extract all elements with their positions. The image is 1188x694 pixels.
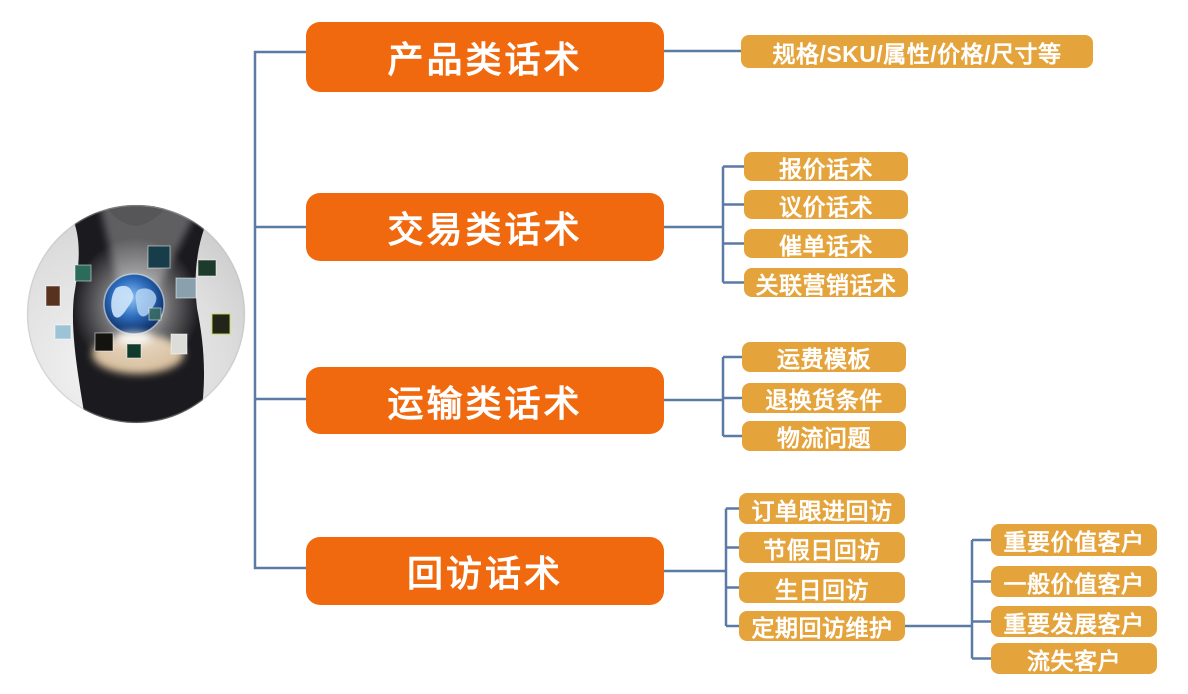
connector-branch-trade <box>664 165 744 284</box>
branch-trade-scripts: 交易类话术 <box>306 193 664 261</box>
leaf-regular-followup: 定期回访维护 <box>739 611 905 641</box>
leaf-product-spec: 规格/SKU/属性/价格/尺寸等 <box>741 35 1093 68</box>
connector-branch-shipping <box>664 355 742 438</box>
leaf-birthday-followup: 生日回访 <box>739 572 905 603</box>
root-photo-businessman-globe <box>26 204 246 424</box>
leaf-key-value-customer: 重要价值客户 <box>991 524 1157 556</box>
leaf-general-value-customer: 一般价值客户 <box>991 566 1157 597</box>
leaf-churned-customer: 流失客户 <box>991 643 1157 674</box>
leaf-order-followup: 订单跟进回访 <box>739 493 905 524</box>
connector-customer-types <box>905 538 991 660</box>
photo-rim <box>26 204 246 424</box>
leaf-holiday-followup: 节假日回访 <box>739 532 905 563</box>
leaf-key-growth-customer: 重要发展客户 <box>991 606 1157 637</box>
leaf-return-policy: 退换货条件 <box>742 383 906 413</box>
leaf-bargain-script: 议价话术 <box>744 190 908 220</box>
leaf-logistics-issue: 物流问题 <box>742 421 906 451</box>
leaf-urge-order-script: 催单话术 <box>744 229 908 259</box>
leaf-freight-template: 运费模板 <box>742 342 906 372</box>
branch-followup-scripts: 回访话术 <box>306 537 664 605</box>
globe-continent-west <box>111 285 134 318</box>
connector-branch-followup <box>664 507 739 628</box>
globe-reflection <box>116 332 152 344</box>
branch-shipping-scripts: 运输类话术 <box>306 367 664 434</box>
photo-thumbnails <box>45 245 231 359</box>
branch-product-scripts: 产品类话术 <box>306 22 664 92</box>
leaf-quote-script: 报价话术 <box>744 152 908 182</box>
leaf-cross-sell-script: 关联营销话术 <box>744 268 908 298</box>
connector-trunk <box>253 50 306 570</box>
